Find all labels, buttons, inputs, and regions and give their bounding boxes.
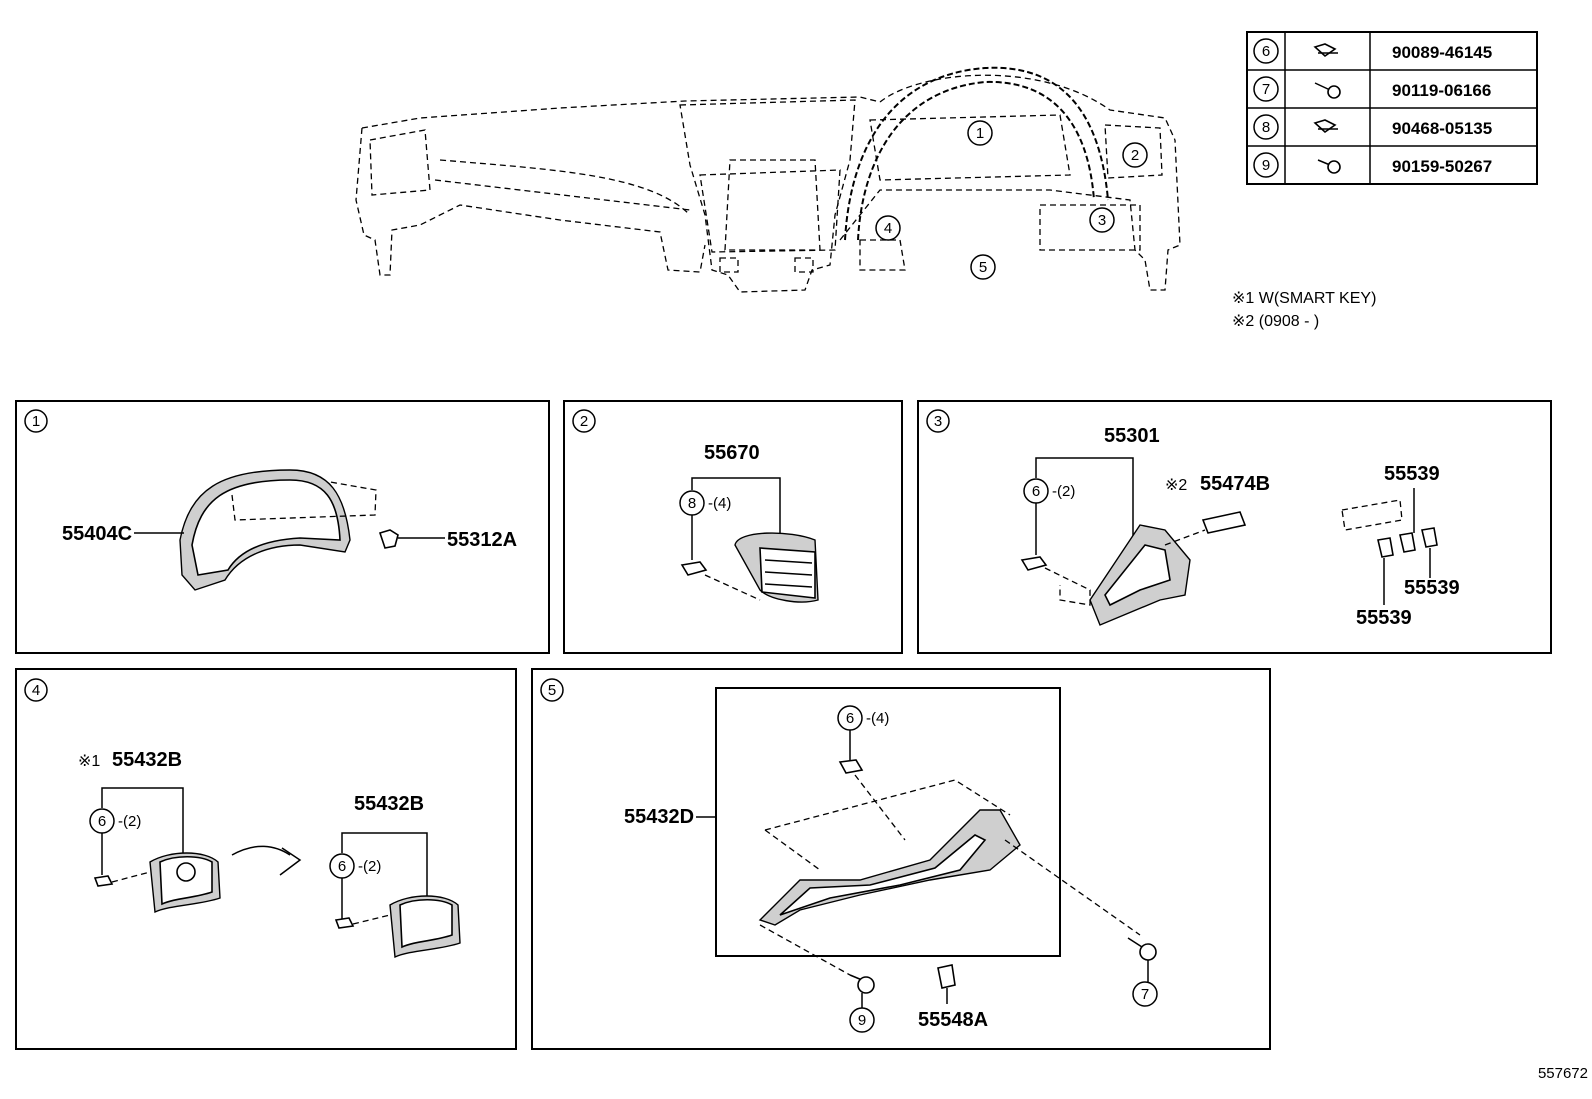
panel-3-callout[interactable]: 3 — [934, 413, 942, 430]
fastener-qty: -(4) — [866, 710, 889, 727]
panel-1: 1 55404C 55312A — [15, 400, 550, 654]
svg-text:8: 8 — [1262, 119, 1270, 136]
dashboard-overview: 1 2 3 4 5 — [355, 66, 1181, 293]
part-55312A[interactable]: 55312A — [447, 529, 517, 551]
clip-set-drawing — [1341, 499, 1438, 558]
overview-callout-1[interactable]: 1 — [967, 120, 993, 146]
note-date: ※2 (0908 - ) — [1232, 313, 1319, 330]
fastener-qty: -(2) — [118, 813, 141, 830]
panel-5-callout[interactable]: 5 — [548, 682, 556, 699]
arrow-icon — [231, 845, 302, 876]
overview-callout-3[interactable]: 3 — [1089, 207, 1115, 233]
screw-icon — [1127, 937, 1157, 961]
overview-callout-5[interactable]: 5 — [970, 254, 996, 280]
fastener-callout-left[interactable]: 9 — [858, 1012, 866, 1029]
part-55432B[interactable]: 55432B — [354, 793, 424, 815]
clip-icon — [1313, 119, 1338, 134]
fastener-callout[interactable]: 6 — [98, 813, 106, 830]
part-55404C[interactable]: 55404C — [62, 523, 132, 545]
screw-icon — [1317, 159, 1341, 174]
panel-4-callout[interactable]: 4 — [32, 682, 40, 699]
panel-2-callout[interactable]: 2 — [580, 413, 588, 430]
fastener-qty: -(2) — [358, 858, 381, 875]
part-55301[interactable]: 55301 — [1104, 425, 1160, 447]
note-marker-2: ※2 — [1165, 477, 1187, 494]
svg-text:90119-06166: 90119-06166 — [1392, 81, 1491, 100]
svg-text:6: 6 — [1262, 43, 1270, 60]
part-55474B[interactable]: 55474B — [1200, 473, 1270, 495]
svg-text:90089-46145: 90089-46145 — [1392, 43, 1492, 62]
svg-text:7: 7 — [1262, 81, 1270, 98]
screw-icon — [1314, 82, 1341, 99]
panel-3: 3 55301 6 -(2) ※2 55474B 55539 55539 555… — [917, 400, 1552, 654]
part-55548A[interactable]: 55548A — [918, 1009, 988, 1031]
part-55432B-smartkey[interactable]: 55432B — [112, 749, 182, 771]
panel-1-callout[interactable]: 1 — [32, 413, 40, 430]
panel-2: 2 55670 8 -(4) — [563, 400, 903, 654]
fastener-callout[interactable]: 8 — [688, 495, 696, 512]
svg-text:90159-50267: 90159-50267 — [1392, 157, 1492, 176]
part-55432D[interactable]: 55432D — [624, 806, 694, 828]
lower-panel-drawing — [1020, 511, 1247, 626]
table-row[interactable]: 9 90159-50267 — [1253, 152, 1492, 178]
overview-callout-2[interactable]: 2 — [1122, 142, 1148, 168]
svg-text:5: 5 — [979, 259, 987, 276]
meter-hood-drawing — [179, 469, 399, 591]
diagram-id: 557672 — [1538, 1065, 1588, 1082]
vent-register-drawing — [680, 532, 819, 603]
under-cover-drawing — [758, 759, 1157, 994]
part-55670[interactable]: 55670 — [704, 442, 760, 464]
overview-callout-4[interactable]: 4 — [875, 215, 901, 241]
clip-icon — [1313, 43, 1338, 58]
note-marker-1: ※1 — [78, 753, 100, 770]
svg-text:90468-05135: 90468-05135 — [1392, 119, 1492, 138]
svg-text:1: 1 — [976, 125, 984, 142]
table-row[interactable]: 6 90089-46145 — [1253, 38, 1492, 64]
screw-icon — [849, 974, 875, 994]
svg-text:9: 9 — [1262, 157, 1270, 174]
fastener-table: 6 90089-46145 7 90119-06166 8 90468-0513… — [1246, 31, 1538, 185]
svg-text:2: 2 — [1131, 147, 1139, 164]
part-55539-top[interactable]: 55539 — [1384, 463, 1440, 485]
fastener-qty: -(4) — [708, 495, 731, 512]
panel-5: 5 55432D 6 -(4) 7 9 — [531, 668, 1271, 1050]
fastener-callout[interactable]: 6 — [338, 858, 346, 875]
fastener-callout-top[interactable]: 6 — [846, 710, 854, 727]
fastener-callout-right[interactable]: 7 — [1141, 986, 1149, 1003]
switch-cover-drawing — [334, 895, 461, 959]
switch-cover-smartkey-drawing — [93, 852, 221, 914]
svg-text:4: 4 — [884, 220, 892, 237]
note-smart-key: ※1 W(SMART KEY) — [1232, 290, 1376, 307]
panel-4: 4 ※1 55432B 6 -(2) 55432B 6 -(2) — [15, 668, 517, 1050]
part-55539-bottom[interactable]: 55539 — [1356, 607, 1412, 629]
table-row[interactable]: 8 90468-05135 — [1253, 114, 1492, 140]
fastener-callout[interactable]: 6 — [1032, 483, 1040, 500]
svg-text:3: 3 — [1098, 212, 1106, 229]
table-row[interactable]: 7 90119-06166 — [1253, 76, 1491, 102]
fastener-qty: -(2) — [1052, 483, 1075, 500]
part-55539-right[interactable]: 55539 — [1404, 577, 1460, 599]
